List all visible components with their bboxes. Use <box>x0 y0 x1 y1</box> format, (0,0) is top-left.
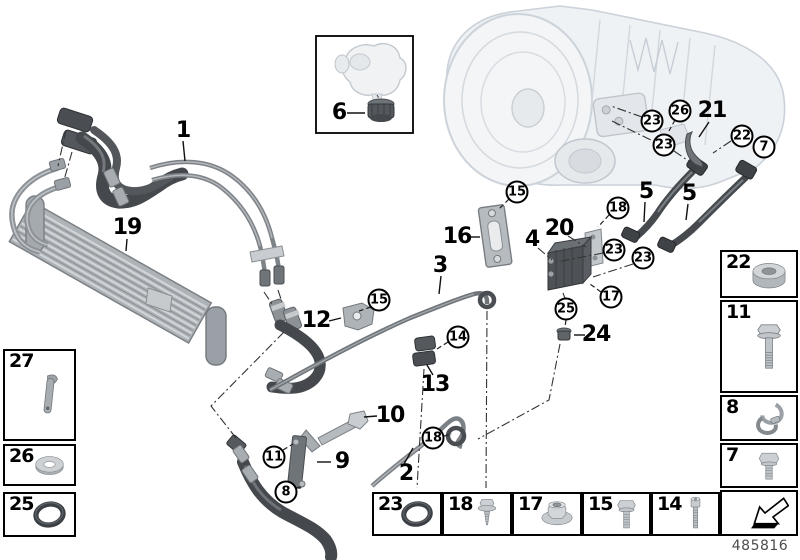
callout-18[interactable]: 18 <box>421 426 445 450</box>
callout-15[interactable]: 15 <box>367 288 391 312</box>
callout-5[interactable]: 5 <box>681 181 697 206</box>
thermostat-inset <box>315 35 414 134</box>
callout-23[interactable]: 23 <box>631 246 655 270</box>
callout-13[interactable]: 13 <box>420 372 451 397</box>
callout-16[interactable]: 16 <box>442 224 473 249</box>
leader-lines-solid <box>125 112 710 465</box>
callout-23[interactable]: 23 <box>652 133 676 157</box>
callout-6[interactable]: 6 <box>331 100 347 125</box>
part-box-7[interactable]: 7 <box>720 443 798 488</box>
part-box-8[interactable]: 8 <box>720 395 798 441</box>
nut-flange-icon <box>535 495 579 533</box>
part-box-23[interactable]: 23 <box>372 492 442 536</box>
socket-screw-icon <box>674 495 717 533</box>
washer-flat-icon <box>26 447 73 483</box>
part-box-label: 18 <box>448 493 473 515</box>
part-box-label: 25 <box>9 493 34 515</box>
part-box-label: 23 <box>378 493 403 515</box>
callout-9[interactable]: 9 <box>334 449 350 474</box>
callout-10[interactable]: 10 <box>375 403 406 428</box>
part-box-17[interactable]: 17 <box>512 492 582 536</box>
callout-11[interactable]: 11 <box>262 445 286 469</box>
part-box-27[interactable]: 27 <box>3 349 76 441</box>
callout-5[interactable]: 5 <box>638 179 654 204</box>
part-box-25[interactable]: 25 <box>3 492 76 537</box>
callout-20[interactable]: 20 <box>544 216 575 241</box>
part-box-label: 22 <box>726 251 751 273</box>
oil-cooler-lines-assembly <box>56 107 285 287</box>
callout-2[interactable]: 2 <box>398 461 414 486</box>
screw-washer-icon <box>465 495 509 533</box>
part-box-label: 8 <box>726 396 739 418</box>
part-box-label: 14 <box>657 493 682 515</box>
callout-25[interactable]: 25 <box>554 297 578 321</box>
arrow-icon <box>743 493 795 533</box>
part-box-label: 15 <box>588 493 613 515</box>
oring-icon <box>26 495 73 534</box>
callout-17[interactable]: 17 <box>599 285 623 309</box>
strap-icon <box>26 352 73 438</box>
callout-14[interactable]: 14 <box>446 325 470 349</box>
callout-15[interactable]: 15 <box>505 180 529 204</box>
callout-1[interactable]: 1 <box>175 118 191 143</box>
bolt-med-icon <box>605 495 648 533</box>
callout-3[interactable]: 3 <box>432 253 448 278</box>
part-box-22[interactable]: 22 <box>720 250 798 298</box>
oil-cooler-radiator <box>8 158 227 366</box>
part-box-label: 27 <box>9 350 34 372</box>
callout-23[interactable]: 23 <box>640 109 664 133</box>
callout-12[interactable]: 12 <box>301 308 332 333</box>
bolt-long-icon <box>743 303 795 390</box>
callout-23[interactable]: 23 <box>602 238 626 262</box>
callout-8[interactable]: 8 <box>274 480 298 504</box>
part-box-label: 11 <box>726 301 751 323</box>
leader-lines-dashdot <box>57 105 732 489</box>
callout-7[interactable]: 7 <box>752 135 776 159</box>
part-box-14[interactable]: 14 <box>651 492 720 536</box>
part-box-label: 7 <box>726 444 739 466</box>
callout-18[interactable]: 18 <box>606 196 630 220</box>
callout-19[interactable]: 19 <box>112 215 143 240</box>
part-box-26[interactable]: 26 <box>3 444 76 486</box>
callout-22[interactable]: 22 <box>730 124 754 148</box>
clamp-icon <box>743 398 795 438</box>
bolt-short-icon <box>743 446 795 485</box>
oring-icon <box>395 495 439 533</box>
transmission-ghost <box>443 5 786 190</box>
brackets-and-fasteners <box>287 204 604 489</box>
washer-thick-icon <box>743 253 795 295</box>
part-box-label: 26 <box>9 445 34 467</box>
callout-21[interactable]: 21 <box>697 98 728 123</box>
callout-26[interactable]: 26 <box>668 99 692 123</box>
callout-4[interactable]: 4 <box>524 227 540 252</box>
direction-arrow-box[interactable] <box>720 490 798 536</box>
part-box-18[interactable]: 18 <box>442 492 512 536</box>
callout-24[interactable]: 24 <box>581 322 612 347</box>
part-box-label: 17 <box>518 493 543 515</box>
part-box-11[interactable]: 11 <box>720 300 798 393</box>
diagram-part-number: 485816 <box>731 538 789 554</box>
leader-lines-dashed <box>282 119 676 489</box>
pipes-and-hoses-lower <box>226 290 497 560</box>
feed-return-hoses <box>621 131 758 253</box>
part-box-15[interactable]: 15 <box>582 492 651 536</box>
